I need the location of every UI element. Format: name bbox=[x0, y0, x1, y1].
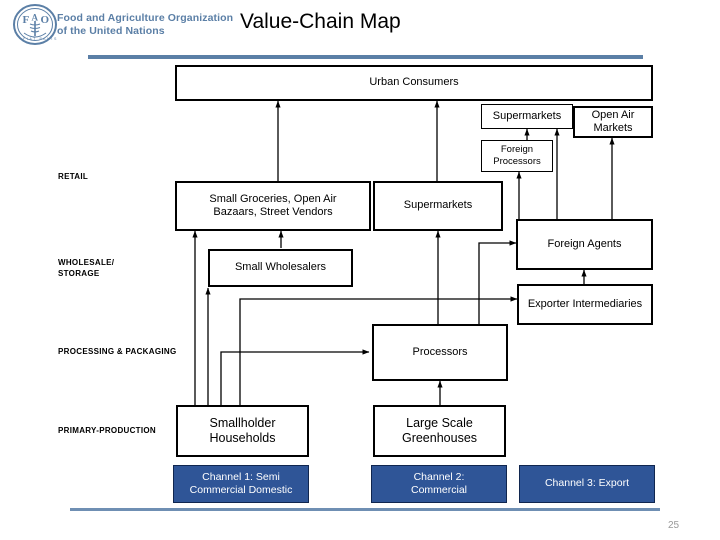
node-supermarkets-foreign[interactable]: Supermarkets bbox=[481, 104, 573, 129]
node-processors[interactable]: Processors bbox=[372, 324, 508, 381]
svg-text:F: F bbox=[23, 14, 30, 26]
node-open-air-markets[interactable]: Open Air Markets bbox=[573, 106, 653, 138]
fao-emblem-icon: F A O FIAT PANIS bbox=[12, 3, 58, 47]
page-title: Value-Chain Map bbox=[240, 10, 401, 33]
channel-bar-3[interactable]: Channel 3: Export bbox=[519, 465, 655, 503]
node-urban-consumers[interactable]: Urban Consumers bbox=[175, 65, 653, 101]
node-supermarkets[interactable]: Supermarkets bbox=[373, 181, 503, 231]
organization-line-1: Food and Agriculture Organization bbox=[57, 12, 234, 24]
organization-line-2: of the United Nations bbox=[57, 24, 165, 37]
svg-text:A: A bbox=[32, 13, 39, 23]
stage-label-wholesale-storage: WHOLESALE/ STORAGE bbox=[58, 258, 115, 278]
organization-name: Food and Agriculture Organization of the… bbox=[57, 12, 247, 37]
node-foreign-agents[interactable]: Foreign Agents bbox=[516, 219, 653, 270]
stage-label-primary-production: PRIMARY-PRODUCTION bbox=[58, 426, 156, 435]
node-large-scale-greenhouses[interactable]: Large Scale Greenhouses bbox=[373, 405, 506, 457]
channel-bar-1[interactable]: Channel 1: Semi Commercial Domestic bbox=[173, 465, 309, 503]
svg-text:O: O bbox=[41, 14, 50, 26]
node-exporter-intermediaries[interactable]: Exporter Intermediaries bbox=[517, 284, 653, 325]
node-small-groceries[interactable]: Small Groceries, Open Air Bazaars, Stree… bbox=[175, 181, 371, 231]
page-number: 25 bbox=[668, 520, 680, 531]
header-divider bbox=[88, 55, 643, 59]
stage-label-processing-packaging: PROCESSING & PACKAGING bbox=[58, 347, 177, 356]
stage-label-retail: RETAIL bbox=[58, 172, 89, 181]
node-small-wholesalers[interactable]: Small Wholesalers bbox=[208, 249, 353, 287]
svg-text:FIAT PANIS: FIAT PANIS bbox=[23, 37, 58, 41]
footer-divider bbox=[70, 508, 660, 511]
channel-bar-2[interactable]: Channel 2: Commercial bbox=[371, 465, 507, 503]
node-smallholder-households[interactable]: Smallholder Households bbox=[176, 405, 309, 457]
node-foreign-processors[interactable]: Foreign Processors bbox=[481, 140, 553, 172]
